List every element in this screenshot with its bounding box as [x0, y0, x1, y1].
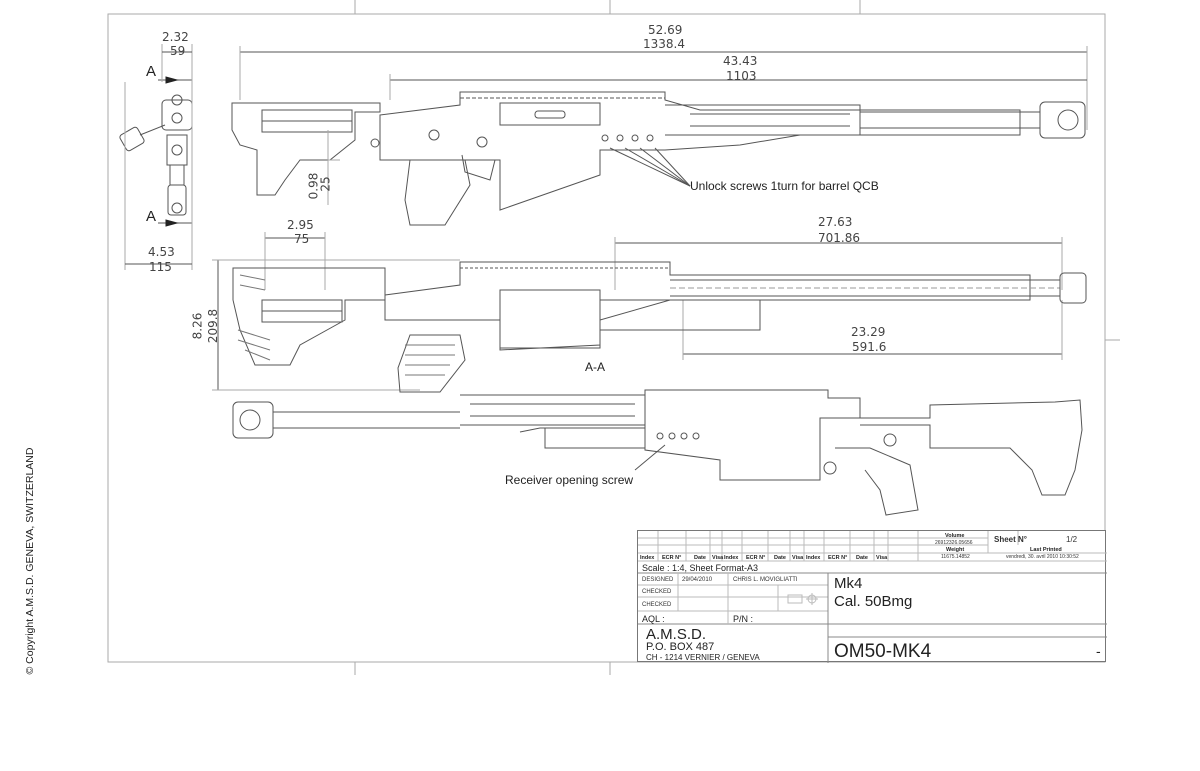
designed-by: CHRIS L. MOVIGLIATTI	[733, 577, 798, 583]
designed-label: DESIGNED	[642, 577, 674, 583]
rev-header-11: Date	[856, 555, 868, 561]
caliber-text: Cal. 50Bmg	[834, 593, 913, 610]
rev-header-7: Date	[774, 555, 786, 561]
sheet-label: Sheet N°	[994, 535, 1027, 544]
dim-vertical-small-mm: 25	[318, 176, 333, 192]
rev-header-10: ECR N°	[828, 555, 848, 561]
weight-value: 11675.14852	[941, 554, 970, 560]
dim-front-width-mm: 59	[170, 44, 186, 58]
section-mark-top: A	[146, 63, 157, 80]
title-block-grid	[638, 531, 1107, 663]
dim-barrel-free-in: 23.29	[851, 325, 886, 339]
rev-header-9: Index	[806, 555, 821, 561]
dim-barrel-free-mm: 591.6	[852, 340, 887, 354]
rev-header-1: Index	[640, 555, 655, 561]
section-name-label: A-A	[585, 360, 606, 374]
dim-section-height-mm: 209.8	[206, 308, 221, 344]
section-mark-bottom: A	[146, 208, 157, 225]
company-name: A.M.S.D.	[646, 626, 707, 643]
dim-stock-offset-mm: 75	[294, 232, 310, 246]
dim-front-base-mm: 115	[149, 260, 172, 274]
section-view	[212, 232, 1087, 393]
rev-header-4: Visa	[712, 555, 724, 561]
designed-date: 29/04/2010	[682, 577, 713, 583]
checked-label-1: CHECKED	[642, 589, 672, 595]
last-printed-value: vendredi, 30. avril 2010 10:30:52	[1006, 554, 1079, 560]
dim-top-width-mm: 1338.4	[643, 37, 685, 51]
unlock-screws-note: Unlock screws 1turn for barrel QCB	[690, 179, 879, 193]
volume-value: 26912326.05656	[935, 540, 973, 546]
dim-vertical-small-in: 0.98	[306, 172, 321, 200]
company-po-box: P.O. BOX 487	[646, 641, 715, 653]
copyright-text: © Copyright A.M.S.D. GENEVA, SWITZERLAND	[24, 447, 36, 675]
dim-section-barrel-mm: 701.86	[818, 231, 860, 245]
revision-mark: -	[1096, 643, 1101, 659]
dim-section-barrel-in: 27.63	[818, 215, 853, 229]
last-printed-label: Last Printed	[1030, 547, 1062, 553]
rev-header-5: Index	[724, 555, 739, 561]
rev-header-8: Visa	[792, 555, 804, 561]
rev-header-3: Date	[694, 555, 706, 561]
dim-barrel-mm: 1103	[726, 69, 757, 83]
volume-label: Volume	[945, 533, 965, 539]
rev-header-6: ECR N°	[746, 555, 766, 561]
side-view-bottom	[232, 389, 1083, 516]
part-number: OM50-MK4	[834, 641, 932, 662]
receiver-screw-note: Receiver opening screw	[505, 473, 634, 487]
rev-header-2: ECR N°	[662, 555, 682, 561]
weight-label: Weight	[946, 547, 965, 553]
checked-label-2: CHECKED	[642, 602, 672, 608]
front-view	[119, 44, 193, 270]
pn-label: P/N :	[733, 614, 754, 624]
technical-drawing	[107, 0, 1120, 675]
product-name: Mk4	[834, 575, 863, 592]
aql-label: AQL :	[642, 614, 665, 624]
dim-barrel-in: 43.43	[723, 54, 758, 68]
dim-front-width-in: 2.32	[162, 30, 189, 44]
dim-front-base-in: 4.53	[148, 245, 175, 259]
scale-text: Scale : 1:4, Sheet Format-A3	[642, 563, 759, 573]
dim-section-height-in: 8.26	[190, 312, 205, 340]
rev-header-12: Visa	[876, 555, 888, 561]
dim-top-width-in: 52.69	[648, 23, 683, 37]
title-block: Volume 26912326.05656 Weight 11675.14852…	[637, 530, 1107, 663]
side-view-top	[231, 46, 1088, 226]
sheet-value: 1/2	[1066, 535, 1078, 544]
company-address: CH - 1214 VERNIER / GENEVA	[646, 653, 760, 662]
dim-stock-offset-in: 2.95	[287, 218, 314, 232]
sheet-frame	[107, 13, 1106, 663]
